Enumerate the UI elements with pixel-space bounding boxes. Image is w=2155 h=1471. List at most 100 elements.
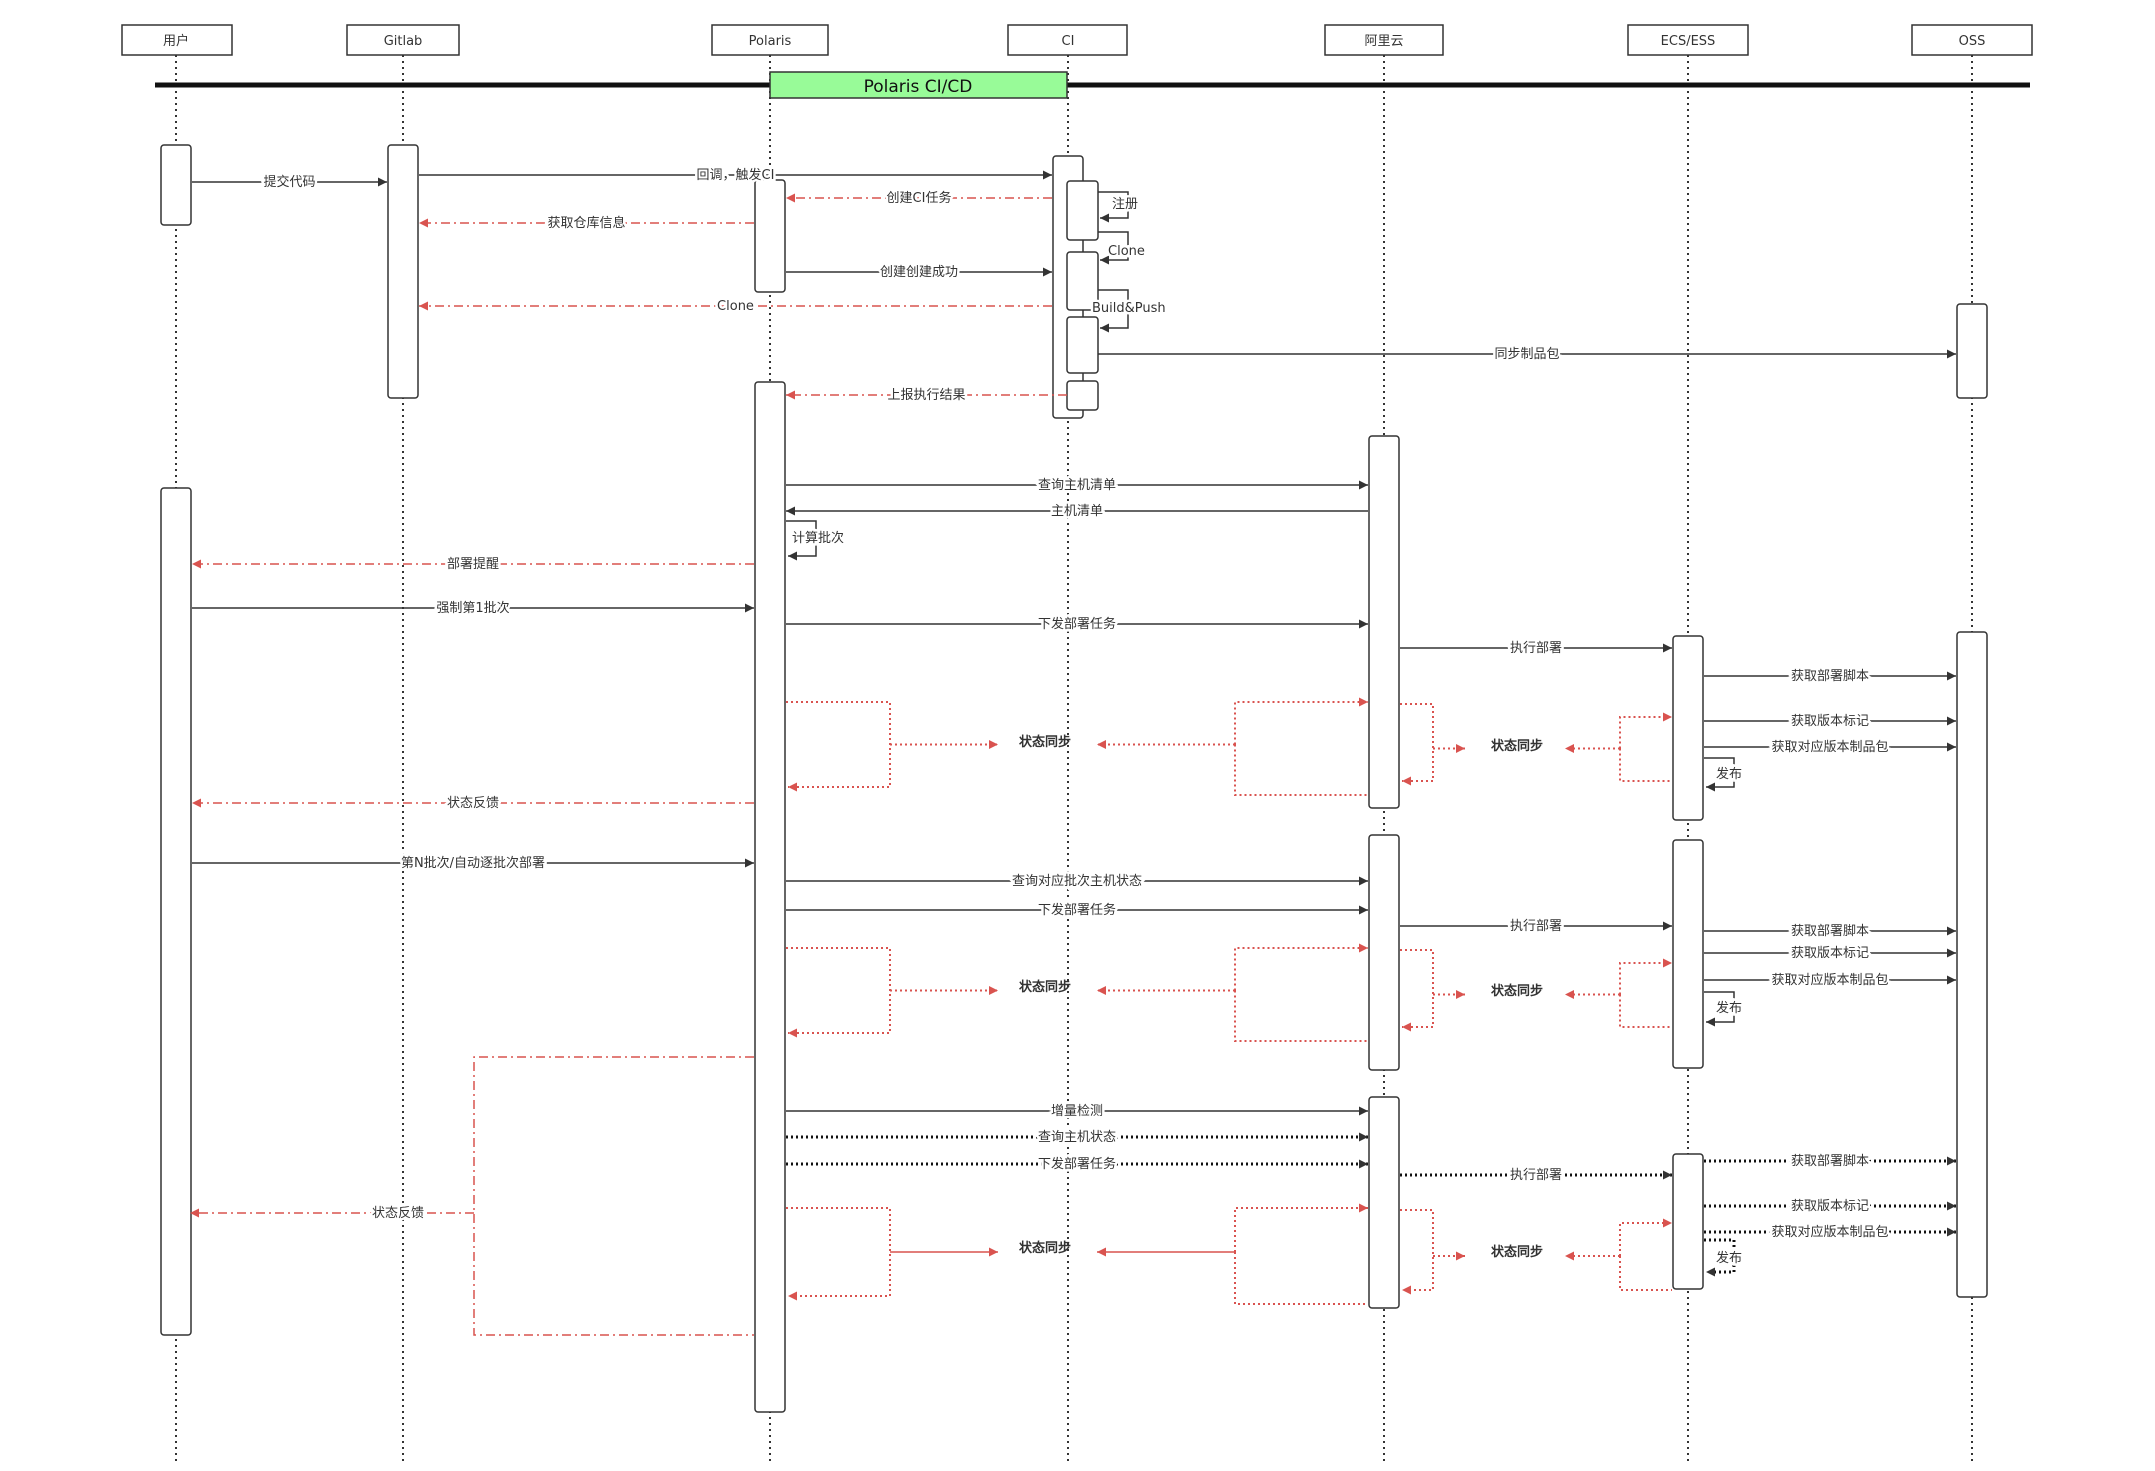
message-label: 获取对应版本制品包 — [1771, 972, 1888, 988]
participant-oss — [1911, 24, 2033, 56]
participant-label: ECS/ESS — [1661, 34, 1716, 49]
self-message-arrow — [1098, 191, 1129, 223]
message-label: 提交代码 — [263, 174, 315, 190]
message-label: 获取部署脚本 — [1791, 668, 1869, 684]
self-message-arrow — [1704, 991, 1735, 1027]
sync-label-3-a: 状态同步 — [1019, 1240, 1071, 1256]
ci-step-bar — [1066, 316, 1099, 374]
sync-label-1-b: 状态同步 — [1491, 738, 1543, 754]
participant-label: OSS — [1959, 34, 1986, 49]
sync-frame-ecs — [1619, 958, 1672, 995]
message-label: 查询主机清单 — [1038, 478, 1116, 493]
banner-box — [769, 71, 1068, 99]
participant-label: Polaris — [749, 34, 792, 49]
sync-label-3-b: 状态同步 — [1491, 1244, 1543, 1260]
activation-bar — [387, 144, 419, 399]
message-label: 创建CI任务 — [887, 190, 952, 206]
message-label: 同步制品包 — [1494, 347, 1559, 362]
activations — [160, 144, 1988, 1413]
self-message-arrow — [1098, 289, 1129, 333]
message-label: 获取版本标记 — [1791, 714, 1869, 729]
participant-user — [121, 24, 233, 56]
message-label: 执行部署 — [1510, 919, 1562, 934]
message-label: 回调，触发CI — [697, 167, 775, 183]
message-label: 发布 — [1716, 1250, 1742, 1266]
sync-frame-polaris — [786, 1207, 891, 1301]
sync-label-1-a: 状态同步 — [1019, 734, 1071, 750]
message-label: 部署提醒 — [447, 556, 499, 572]
activation-bar — [1368, 435, 1400, 809]
message-label: 下发部署任务 — [1038, 1156, 1116, 1172]
message-label: 计算批次 — [792, 530, 844, 546]
self-message-arrow — [1704, 1238, 1736, 1277]
message-label: 增量检测 — [1051, 1104, 1103, 1119]
message-label: 执行部署 — [1510, 1168, 1562, 1183]
sync-label-2-a: 状态同步 — [1019, 979, 1071, 995]
sync-frames: 状态同步状态同步状态同步状态同步状态同步状态同步 — [473, 697, 1672, 1336]
activation-bar — [1956, 303, 1988, 399]
participant-label: 用户 — [163, 33, 189, 49]
message-label: 获取对应版本制品包 — [1771, 739, 1888, 755]
message-label: 获取对应版本制品包 — [1771, 1224, 1888, 1240]
message-label: 获取版本标记 — [1791, 946, 1869, 961]
ci-step-bar — [1066, 180, 1099, 241]
participant-label: Gitlab — [384, 34, 423, 49]
activation-bar — [1672, 1153, 1704, 1290]
banner-group: Polaris CI/CD — [155, 71, 2030, 99]
activation-bar — [160, 144, 192, 226]
participant-gitlab — [346, 24, 460, 56]
message-label: Clone — [717, 299, 754, 314]
sync-frame-ecs — [1619, 712, 1672, 749]
banner-title: Polaris CI/CD — [864, 77, 973, 97]
message-label: 上报执行结果 — [887, 388, 965, 403]
participant-ci — [1007, 24, 1128, 56]
message-label: 获取部署脚本 — [1791, 923, 1869, 939]
message-label: 强制第1批次 — [436, 600, 509, 616]
message-label: 主机清单 — [1051, 504, 1103, 519]
ci-step-bar — [1066, 251, 1099, 311]
sync-frame-aliyun — [1234, 697, 1368, 745]
sync-frame-aliyun-bottom — [1234, 744, 1368, 796]
message-label: Clone — [1108, 244, 1145, 259]
activation-bar — [160, 487, 192, 1336]
sync-frame-ecs-bottom — [1619, 748, 1672, 782]
message-label: 下发部署任务 — [1038, 902, 1116, 918]
message-label: 发布 — [1716, 1000, 1742, 1016]
message-label: 发布 — [1716, 766, 1742, 782]
message-label: 查询对应批次主机状态 — [1012, 873, 1142, 889]
message-label: 注册 — [1112, 197, 1138, 212]
sync-frame-polaris — [786, 947, 891, 1038]
activation-bar — [1672, 839, 1704, 1069]
message-label: 状态反馈 — [372, 1206, 424, 1221]
message-label: 查询主机状态 — [1038, 1130, 1116, 1145]
sync-frame-ecs-bottom — [1619, 994, 1672, 1028]
participant-aliyun — [1324, 24, 1444, 56]
message-label: 下发部署任务 — [1038, 616, 1116, 632]
self-message-arrow — [786, 520, 817, 561]
ci-step-bar — [1066, 380, 1099, 411]
message-label: Build&Push — [1092, 301, 1166, 316]
message-label: 第N批次/自动逐批次部署 — [401, 855, 545, 871]
participant-label: 阿里云 — [1364, 34, 1403, 49]
sync-frame-aliyun-inner — [1400, 1209, 1434, 1295]
sync-frame-aliyun-bottom — [1234, 1252, 1368, 1305]
self-message-arrow — [1098, 231, 1129, 265]
message-label: 获取仓库信息 — [547, 215, 625, 231]
sync-frame-ecs-bottom — [1619, 1256, 1672, 1291]
activation-bar — [754, 179, 786, 293]
activation-bar — [754, 381, 786, 1413]
activation-bar — [1672, 635, 1704, 821]
self-message-arrow — [1704, 757, 1735, 792]
sync-label-2-b: 状态同步 — [1491, 983, 1543, 999]
sync-frame-ecs — [1619, 1218, 1672, 1256]
message-label: 获取版本标记 — [1791, 1199, 1869, 1214]
sync-frame-aliyun-inner — [1400, 703, 1434, 786]
sync-frame-aliyun — [1234, 1203, 1368, 1252]
feedback-frame — [473, 1056, 754, 1336]
message-label: 创建创建成功 — [880, 265, 958, 280]
participant-polaris — [711, 24, 829, 56]
activation-bar — [1956, 631, 1988, 1298]
message-label: 状态反馈 — [447, 796, 499, 811]
